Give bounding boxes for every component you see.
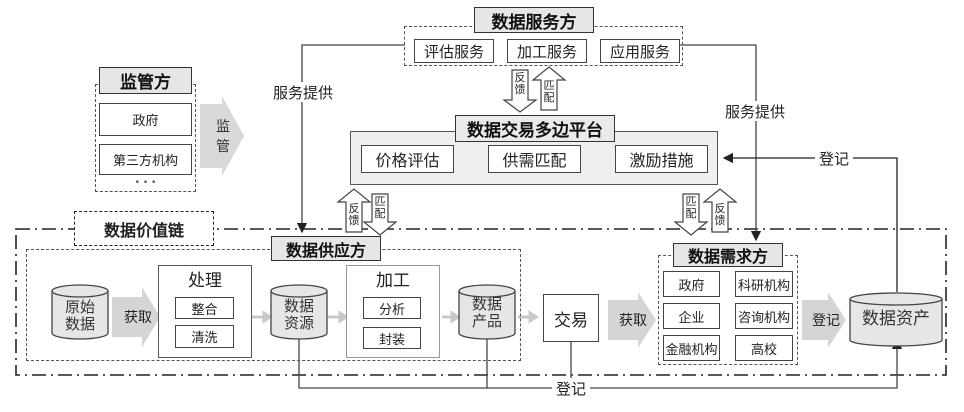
regulator-title: 监管方	[99, 67, 192, 94]
supervise-char-2: 管	[216, 139, 230, 155]
feedback-label-left: 反馈	[348, 202, 360, 227]
demander-item-enterprise: 企业	[663, 303, 720, 329]
platform-item-price-evaluation: 价格评估	[361, 145, 454, 173]
match-label-right: 匹配	[685, 195, 697, 220]
manufacturing-item-analysis: 分析	[363, 297, 421, 319]
service-item-processing: 加工服务	[507, 39, 587, 63]
demander-item-consulting: 咨询机构	[735, 303, 793, 329]
raw-data-cylinder: 原始 数据	[51, 284, 109, 340]
feedback-label-right: 反馈	[714, 202, 726, 227]
demander-title: 数据需求方	[673, 243, 783, 267]
service-provide-left-label: 服务提供	[266, 82, 340, 102]
acquire-arrow-2	[608, 292, 656, 348]
supervise-char-1: 监	[216, 119, 230, 135]
service-provide-right-line	[680, 44, 762, 242]
data-resource-line-1: 数据	[283, 297, 314, 315]
register-bottom-label: 登记	[552, 378, 590, 398]
register-top-line	[722, 152, 898, 292]
processing-item-integrate: 整合	[175, 297, 234, 319]
data-product-line-2: 产品	[471, 312, 502, 331]
raw-data-line-2: 数据	[64, 315, 95, 334]
raw-data-line-1: 原始	[64, 298, 95, 316]
service-provide-right-label: 服务提供	[718, 101, 792, 121]
feedback-arrow-right	[702, 188, 738, 233]
match-arrow-top	[531, 66, 567, 111]
demander-item-research: 科研机构	[735, 271, 793, 297]
regulator-item-third-party: 第三方机构	[99, 144, 192, 175]
supplier-title: 数据供应方	[271, 236, 381, 261]
service-item-application: 应用服务	[600, 39, 680, 63]
processing-title: 处理	[188, 270, 222, 291]
acquire-arrow-1	[112, 287, 160, 347]
register-arrow	[802, 292, 846, 348]
acquire-label-2: 获取	[619, 313, 647, 329]
demander-item-government: 政府	[663, 271, 720, 297]
supervise-arrow	[200, 96, 244, 176]
supervise-label: 监 管	[213, 116, 233, 156]
service-item-evaluation: 评估服务	[414, 39, 494, 63]
feedback-label-top: 反馈	[514, 71, 526, 96]
data-asset-label: 数据资产	[862, 309, 930, 329]
feedback-arrow-top	[502, 69, 538, 113]
manufacturing-title: 加工	[376, 270, 410, 291]
value-chain-border	[15, 228, 947, 376]
register-top-label: 登记	[815, 148, 853, 168]
service-provider-title: 数据服务方	[474, 7, 594, 33]
platform-title: 数据交易多边平台	[455, 115, 615, 142]
regulator-item-government: 政府	[99, 103, 192, 136]
match-arrow-left	[362, 193, 398, 236]
platform-item-incentives: 激励措施	[615, 145, 708, 173]
service-provide-left-line	[296, 44, 405, 234]
value-chain-title: 数据价值链	[74, 211, 214, 246]
register-arrow-label: 登记	[812, 313, 840, 329]
match-arrow-right	[673, 193, 709, 236]
match-label-left: 匹配	[374, 195, 386, 220]
platform-item-supply-demand-match: 供需匹配	[488, 145, 581, 173]
match-label-top: 匹配	[543, 79, 555, 104]
demander-item-university: 高校	[735, 335, 793, 361]
manufacturing-item-package: 封装	[363, 327, 421, 349]
data-resource-cylinder: 数据 资源	[270, 284, 328, 340]
data-product-cylinder: 数据 产品	[458, 284, 516, 340]
data-resource-line-2: 资源	[283, 314, 314, 333]
feedback-arrow-left	[336, 188, 372, 233]
demander-item-finance: 金融机构	[663, 335, 720, 361]
acquire-label-1: 获取	[124, 310, 152, 326]
data-asset-cylinder: 数据资产	[849, 292, 943, 348]
processing-item-clean: 清洗	[175, 325, 234, 348]
trade-box: 交易	[543, 294, 599, 342]
data-product-line-1: 数据	[471, 295, 502, 313]
regulator-ellipsis: • • •	[134, 178, 157, 188]
